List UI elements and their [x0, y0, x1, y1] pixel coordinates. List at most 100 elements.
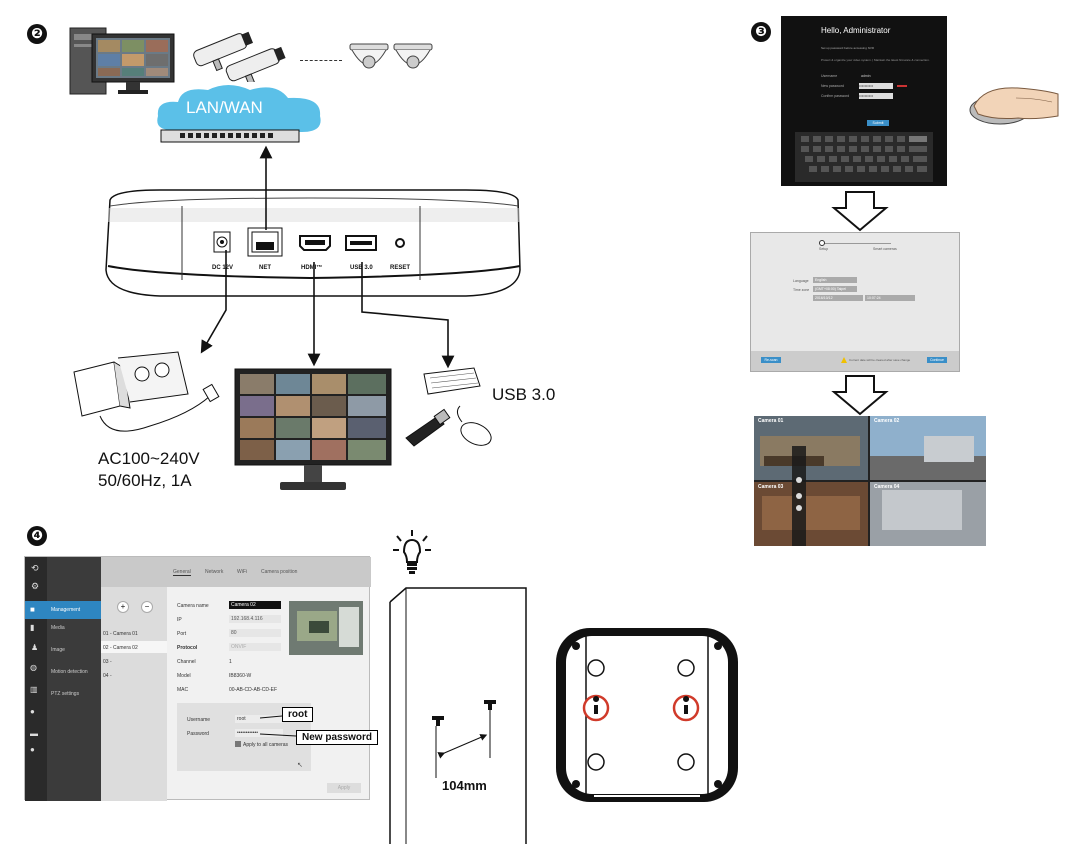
setup-wizard-screen: Setup Smart cameras Language English Tim… — [750, 232, 960, 372]
language-label: Language — [793, 279, 809, 283]
on-screen-keyboard[interactable] — [795, 132, 933, 182]
confirm-password-label: Confirm password — [821, 94, 850, 98]
login-subtitle: Set up password before accessing NVR — [821, 46, 875, 50]
camera-list-item-3[interactable]: 03 - — [103, 659, 112, 665]
port-input[interactable]: 80 — [229, 629, 281, 637]
wizard-step-label-2: Smart cameras — [873, 247, 897, 251]
password-input[interactable]: •••••••••••• — [235, 729, 283, 737]
login-subtitle-2: Protect & organize your video system. | … — [821, 58, 930, 62]
camera-list-item-4[interactable]: 04 - — [103, 673, 112, 679]
down-arrow-1 — [831, 191, 889, 232]
new-password-field[interactable]: •••••••••• — [859, 83, 893, 89]
password-strength-bar — [897, 85, 907, 87]
username-label: Username — [821, 74, 838, 78]
wizard-warning-text: Current date will be cleared after save … — [849, 358, 911, 362]
pc-with-monitor-icon — [69, 27, 175, 95]
apply-button[interactable]: Apply — [327, 783, 361, 793]
camera-list-panel: + − 01 - Camera 01 02 - Camera 02 03 - 0… — [101, 587, 167, 801]
tab-wifi[interactable]: WiFi — [237, 569, 247, 575]
callout-pointers — [260, 715, 297, 737]
nvr-bottom-mounting-holes — [556, 628, 738, 802]
sidebar-item-media[interactable]: Media — [51, 625, 65, 631]
wizard-next-button[interactable]: Continue — [927, 357, 947, 363]
camera-config-screen: ⟲ ⚙ ■ ▮ ♟ ◍ ▥ ● ▬ ● Management Media Ima… — [24, 556, 371, 801]
step-4-marker: ❹ — [27, 526, 47, 546]
nvr-device-rear-panel — [105, 189, 521, 297]
gear-icon[interactable]: ⚙ — [31, 581, 40, 591]
live-cam3-label: Camera 03 — [758, 484, 784, 490]
login-title: Hello, Administrator — [821, 26, 891, 35]
time-zone-select[interactable]: (GMT+08:00) Taipei — [813, 286, 857, 292]
field-label-model: Model — [177, 673, 191, 679]
field-label-ip: IP — [177, 617, 182, 623]
icon-rail: ⟲ ⚙ ■ ▮ ♟ ◍ ▥ ● ▬ ● — [25, 557, 47, 801]
field-label-protocol: Protocol — [177, 645, 198, 651]
mouse-cursor-icon: ↖ — [297, 762, 303, 769]
apply-all-checkbox[interactable] — [235, 741, 241, 747]
username-label: Username — [187, 717, 211, 723]
tab-general[interactable]: General — [173, 569, 191, 576]
protocol-select[interactable]: ONVIF — [229, 643, 281, 651]
dashed-connector — [300, 60, 342, 61]
network-switch-icon — [160, 129, 300, 143]
camera-name-input[interactable]: Camera 02 — [229, 601, 281, 609]
power-spec-line2: 50/60Hz, 1A — [98, 471, 192, 490]
tab-camera-position[interactable]: Camera position — [261, 569, 298, 575]
field-label-channel: Channel — [177, 659, 196, 665]
dome-cameras-icon — [349, 43, 433, 69]
login-screen: Hello, Administrator Set up password bef… — [781, 16, 947, 186]
apply-all-label: Apply to all cameras — [243, 742, 289, 748]
username-input[interactable]: root — [235, 715, 283, 723]
password-label: Password — [187, 731, 209, 737]
sidebar-item-image[interactable]: Image — [51, 647, 65, 653]
camera-list-item-1[interactable]: 01 - Camera 01 — [103, 631, 138, 637]
live-cam2-label: Camera 02 — [874, 418, 900, 424]
callout-root: root — [282, 707, 314, 722]
date-field[interactable]: 2016/10/12 — [813, 295, 863, 301]
camera-list-item-2[interactable]: 02 - Camera 02 — [103, 645, 138, 651]
log-icon[interactable]: ▬ — [30, 729, 38, 738]
port-label-usb: USB 3.0 — [350, 265, 373, 271]
field-label-camera-name: Camera name — [177, 603, 209, 609]
settings-sidebar: Management Media Image Motion detection … — [47, 557, 101, 801]
camera-preview-thumbnail — [289, 601, 363, 655]
sidebar-item-motion-detection[interactable]: Motion detection — [51, 669, 88, 675]
remove-camera-button[interactable]: − — [141, 601, 153, 613]
lightbulb-tip-icon — [393, 530, 431, 574]
time-field[interactable]: 10:07:24 — [865, 295, 915, 301]
power-icon[interactable]: ● — [30, 745, 35, 754]
step-2-marker: ❷ — [27, 24, 47, 44]
camera-icon[interactable]: ■ — [30, 605, 35, 614]
sidebar-item-ptz-settings[interactable]: PTZ settings — [51, 691, 80, 697]
language-select[interactable]: English — [813, 277, 857, 283]
hdmi-monitor-icon — [234, 368, 392, 490]
wizard-back-button[interactable]: Re-scan — [761, 357, 781, 363]
power-spec-line1: AC100~240V — [98, 449, 200, 468]
warning-icon — [841, 357, 847, 363]
live-cam1-label: Camera 01 — [758, 418, 784, 424]
storage-icon[interactable]: ▥ — [30, 685, 38, 694]
sidebar-item-management[interactable]: Management — [47, 601, 101, 619]
live-view-screen: Camera 01 Camera 02 Camera 03 Camera 04 — [754, 416, 986, 546]
field-label-mac: MAC — [177, 687, 189, 693]
port-label-dc: DC 12V — [212, 265, 234, 271]
tab-network[interactable]: Network — [205, 569, 224, 575]
keyboard-flashdrive-mouse-icon — [405, 367, 492, 447]
network-icon[interactable]: ◍ — [30, 663, 37, 672]
user-icon[interactable]: ♟ — [31, 643, 39, 652]
device-icon[interactable]: ▮ — [30, 623, 35, 632]
wizard-step-indicator — [819, 240, 825, 246]
down-arrow-2 — [831, 375, 889, 416]
ip-input[interactable]: 192.168.4.116 — [229, 615, 281, 623]
username-value: admin — [861, 74, 871, 78]
add-camera-button[interactable]: + — [117, 601, 129, 613]
confirm-password-field[interactable]: •••••••••• — [859, 93, 893, 99]
mac-value: 00-AB-CD-AB-CD-EF — [229, 687, 278, 693]
info-icon[interactable]: ● — [30, 707, 35, 716]
submit-button[interactable]: Submit — [867, 120, 889, 126]
step-3-marker: ❸ — [751, 22, 771, 42]
back-icon[interactable]: ⟲ — [31, 563, 39, 573]
port-label-reset: RESET — [390, 265, 411, 271]
usb-label: USB 3.0 — [492, 385, 556, 404]
cloud-label: LAN/WAN — [186, 98, 263, 117]
